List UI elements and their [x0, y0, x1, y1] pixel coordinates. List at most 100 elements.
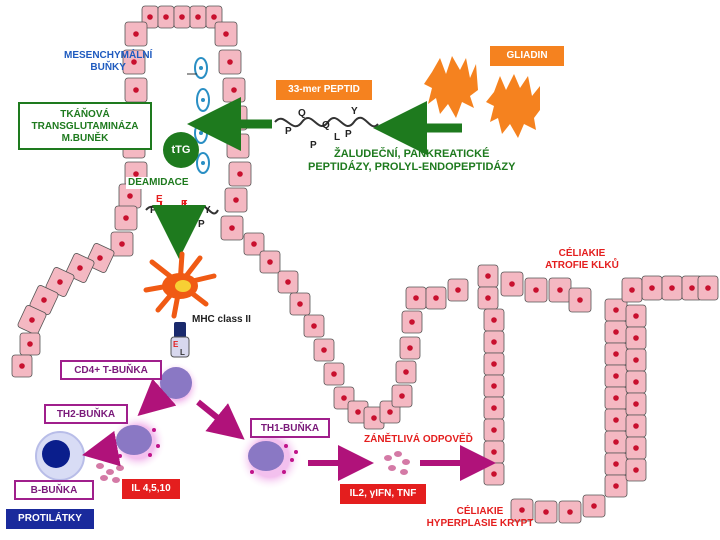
cell-nucleus — [633, 379, 639, 385]
mhc-class-ii — [170, 322, 190, 358]
cell-nucleus — [251, 241, 257, 247]
gliadin-molecules — [424, 56, 540, 138]
cell-nucleus — [133, 31, 139, 37]
epithelial-cell — [401, 310, 423, 334]
cell-nucleus — [519, 507, 525, 513]
cell-nucleus — [133, 171, 139, 177]
cell-nucleus — [613, 307, 619, 313]
cell-nucleus — [613, 439, 619, 445]
cell-nucleus — [237, 171, 243, 177]
epithelial-cell — [483, 308, 505, 332]
cell-nucleus — [633, 401, 639, 407]
epithelial-cell — [483, 352, 505, 376]
cell-nucleus — [557, 287, 563, 293]
peptide-residue: Y — [204, 205, 211, 216]
epithelial-cell — [500, 271, 524, 297]
peptide-residue: P — [310, 140, 317, 151]
epithelial-cell — [604, 430, 628, 454]
peptide-residue: Q — [298, 108, 306, 119]
epithelial-cell — [483, 374, 505, 398]
cell-nucleus — [399, 393, 405, 399]
mhc-class-ii-label: MHC class II — [192, 314, 251, 325]
cell-nucleus — [229, 225, 235, 231]
epithelial-cell — [558, 500, 582, 524]
epithelial-cell — [220, 215, 244, 241]
peptide-residue: E — [156, 194, 163, 205]
epithelial-cell — [697, 275, 719, 301]
cell-nucleus — [613, 461, 619, 467]
peptide-residue: L — [191, 212, 197, 223]
epithelial-cell — [604, 408, 628, 432]
epithelial-cell — [11, 354, 33, 378]
cell-nucleus — [613, 351, 619, 357]
epithelial-cell — [604, 386, 628, 410]
cell-nucleus — [613, 395, 619, 401]
cell-nucleus — [633, 445, 639, 451]
peptide-residue: P — [150, 205, 157, 216]
epithelial-cell — [391, 384, 413, 408]
epithelial-cell — [477, 264, 499, 288]
epithelial-cell — [625, 370, 647, 394]
deamidation-label: DEAMIDACE — [126, 177, 191, 189]
cell-nucleus — [407, 345, 413, 351]
native-peptide-chain — [274, 116, 379, 128]
cell-nucleus — [633, 335, 639, 341]
cell-nucleus — [705, 285, 711, 291]
peptide-residue: Y — [351, 106, 358, 117]
ttg-label: tTG — [171, 144, 191, 156]
svg-text:E: E — [173, 340, 179, 349]
epithelial-cell — [483, 440, 505, 464]
cell-nucleus — [131, 59, 137, 65]
mesenchymal-label: MESENCHYMÁLNÍ BUŇKY — [64, 50, 153, 73]
cell-nucleus — [613, 373, 619, 379]
cell-nucleus — [485, 273, 491, 279]
epithelial-cell — [625, 304, 647, 328]
cell-nucleus — [223, 31, 229, 37]
cell-nucleus — [413, 295, 419, 301]
cell-nucleus — [491, 427, 497, 433]
cell-nucleus — [321, 347, 327, 353]
epithelial-cell — [405, 286, 427, 310]
cell-nucleus — [633, 423, 639, 429]
epithelial-cell — [243, 232, 265, 256]
epithelial-cell — [222, 77, 246, 103]
epithelial-cell — [395, 360, 417, 384]
peptidases-label: ŽALUDEČNÍ, PANKREATICKÉ PEPTIDÁZY, PROLY… — [308, 148, 516, 173]
epithelial-cell — [483, 396, 505, 420]
peptide-residue: P — [285, 126, 292, 137]
cell-nucleus — [577, 297, 583, 303]
cell-nucleus — [567, 509, 573, 515]
cell-nucleus — [27, 341, 33, 347]
villous-atrophy-label: CÉLIAKIE ATROFIE KLKŮ — [545, 248, 619, 271]
epithelial-cell — [625, 458, 647, 482]
cell-nucleus — [433, 295, 439, 301]
epithelial-cell — [524, 277, 548, 303]
antibodies-label: PROTILÁTKY — [6, 509, 94, 529]
peptide-33mer-label: 33-mer PEPTID — [276, 80, 372, 100]
epithelial-cell — [277, 270, 299, 294]
ttg-enzyme-circle — [163, 132, 199, 168]
cell-nucleus — [41, 297, 47, 303]
cell-nucleus — [491, 361, 497, 367]
epithelial-cell — [173, 5, 191, 29]
cell-nucleus — [633, 357, 639, 363]
cell-nucleus — [485, 295, 491, 301]
epithelial-cell — [110, 231, 134, 257]
cell-nucleus — [669, 285, 675, 291]
cell-nucleus — [127, 193, 133, 199]
epithelial-cell — [621, 277, 643, 303]
cell-nucleus — [613, 329, 619, 335]
epithelial-cell — [625, 436, 647, 460]
epithelial-cell — [45, 267, 75, 297]
cell-nucleus — [163, 14, 169, 20]
cd4-label: CD4+ T-BUŇKA — [60, 360, 162, 380]
epithelial-cell — [17, 305, 47, 335]
epithelial-cell — [214, 21, 238, 47]
epithelial-cell — [604, 320, 628, 344]
cell-nucleus — [591, 503, 597, 509]
cell-nucleus — [491, 339, 497, 345]
epithelial-cell — [399, 336, 421, 360]
cell-nucleus — [629, 287, 635, 293]
th1-cytokines — [384, 451, 410, 475]
epithelial-cell — [604, 452, 628, 476]
